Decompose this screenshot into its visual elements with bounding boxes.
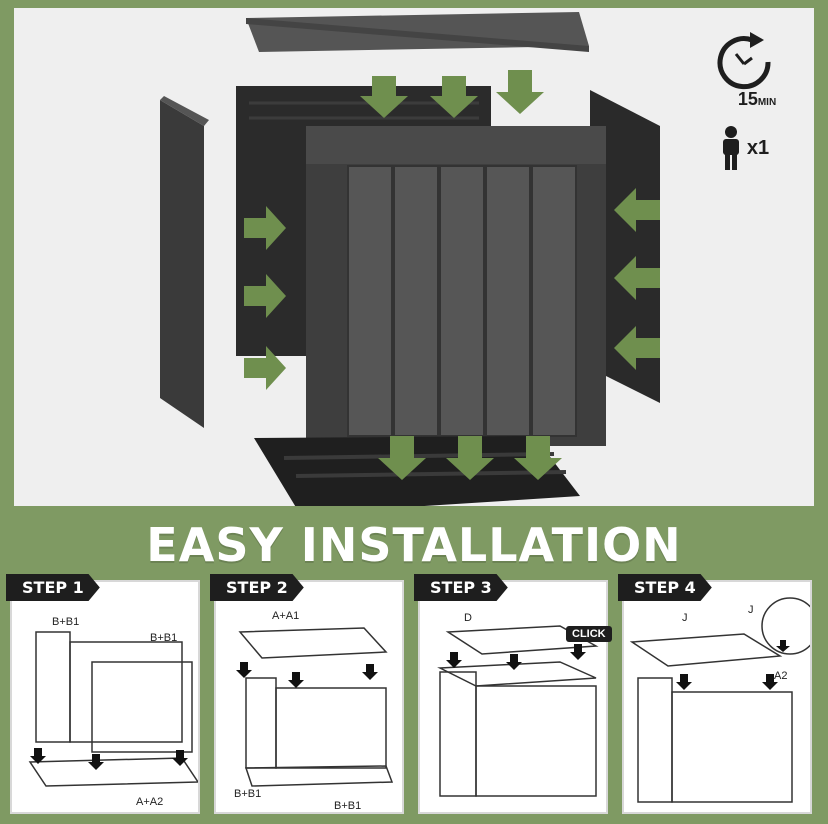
step-4-card: STEP 4 J J A2 — [618, 574, 812, 814]
step-3-tab: STEP 3 — [414, 574, 508, 601]
step-2-part-label: B+B1 — [334, 800, 362, 812]
step-3-card: STEP 3 D CLICK — [414, 574, 612, 814]
step-4-part-label: J — [682, 612, 688, 624]
step-3-diagram — [437, 625, 599, 797]
step-4-tab: STEP 4 — [618, 574, 712, 601]
exploded-storage-box-illustration — [160, 12, 660, 506]
step-3-part-label: D — [464, 612, 472, 624]
step-1-part-label: B+B1 — [150, 632, 178, 644]
section-title: EASY INSTALLATION — [146, 518, 682, 572]
step-1-card: STEP 1 B+B1 B+B1 A+A2 — [6, 574, 200, 814]
left-side-panel — [160, 100, 204, 428]
step-1-part-label: B+B1 — [52, 616, 80, 628]
step-2-part-label: A+A1 — [272, 610, 300, 622]
time-unit: MIN — [757, 97, 777, 108]
step-2-part-label: B+B1 — [234, 788, 262, 800]
person-icon — [722, 126, 739, 170]
time-readout: 15MIN — [730, 89, 784, 110]
step-4-part-label: J — [748, 604, 754, 616]
right-side-panel — [590, 90, 660, 403]
step-2-diagram — [236, 627, 394, 787]
clock-icon — [717, 32, 771, 90]
time-value: 15 — [737, 89, 758, 109]
step-2-tab: STEP 2 — [210, 574, 304, 601]
step-1-tab: STEP 1 — [6, 574, 100, 601]
click-badge: CLICK — [566, 626, 612, 642]
step-2-card: STEP 2 A+A1 B+B1 B+B1 — [210, 574, 404, 814]
step-1-part-label: A+A2 — [136, 796, 164, 808]
people-count: x1 — [704, 126, 784, 170]
product-hero-panel: 15MIN x1 — [14, 8, 814, 506]
step-4-part-label: A2 — [774, 670, 788, 682]
step-4-diagram — [629, 597, 810, 803]
step-1-diagram — [28, 631, 198, 787]
assembly-arrows — [244, 70, 660, 480]
people-value: x1 — [746, 136, 770, 159]
installation-meta: 15MIN x1 — [704, 32, 784, 170]
